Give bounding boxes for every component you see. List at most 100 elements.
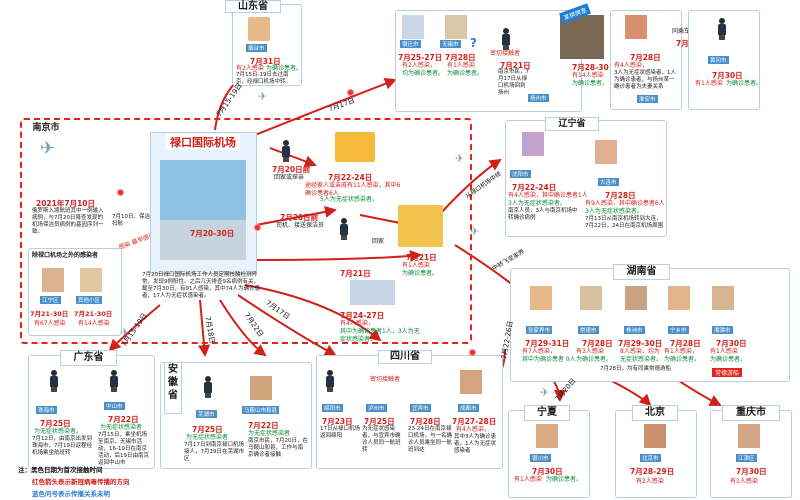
city-wuxi: 无锡市 bbox=[440, 40, 461, 48]
legend-title: 注：黑色日期为首次接触时间 bbox=[18, 466, 103, 474]
zhuzhou-date: 7月29-30日 bbox=[618, 339, 663, 348]
city-zhangjiajie: 张家界市 bbox=[526, 326, 553, 334]
region-title-guangdong: 广东省 bbox=[60, 350, 117, 366]
flight-infect-date: 7月24-27日 bbox=[340, 311, 385, 320]
beijing-date: 7月28-29日 bbox=[630, 467, 675, 476]
origin-desc: 俄罗斯入境航班其中一例输入病例，与7月20日降查发现的机场保洁员病例的基因序列一… bbox=[32, 208, 104, 235]
flight-status: 其中为确诊患者1人，3人为无症状感染者。 bbox=[340, 328, 420, 343]
shenyang-count: 有4人感染，其中确诊患者1人 bbox=[508, 192, 588, 199]
building-icon bbox=[668, 286, 690, 310]
region-title-hunan: 湖南省 bbox=[613, 264, 670, 280]
city-xiangtan: 湘潭市 bbox=[712, 326, 733, 334]
yinchuan-date: 7月30日 bbox=[532, 467, 563, 476]
wuxi-count: 有1人感染 bbox=[447, 62, 475, 69]
yantai-date: 7月31日 bbox=[250, 57, 281, 66]
home-label: 回家 bbox=[372, 238, 385, 245]
visit-desc: 回家或探亲 bbox=[274, 174, 305, 181]
person-icon bbox=[326, 370, 334, 392]
huanggang-date: 7月30日 bbox=[712, 71, 743, 80]
xiangtan-status: 为确诊患者。 bbox=[710, 356, 747, 363]
nanjing-region bbox=[20, 118, 472, 344]
building-icon bbox=[625, 15, 647, 39]
mid-desc: 南京市民，7月17日从禄口机场回到扬州 bbox=[498, 69, 529, 96]
xiangtan-count: 有1人感染 bbox=[710, 348, 738, 355]
huaian-date: 7月28日 bbox=[630, 53, 661, 62]
city-changde: 常德市 bbox=[578, 326, 599, 334]
huaian-desc: 3人为无症状感染者，1人为确诊患者，与扬州某一确诊患者为夫妻关系 bbox=[614, 70, 676, 90]
shenyang-date: 7月22-24日 bbox=[512, 183, 557, 192]
yinchuan-status: 为确诊患者。 bbox=[546, 476, 583, 483]
airport-title: 禄口国际机场 bbox=[166, 134, 240, 150]
zhuhai-date: 7月25日 bbox=[40, 419, 71, 428]
huaian-panel bbox=[610, 10, 682, 110]
city-luzhou: 泸州市 bbox=[366, 404, 387, 412]
person-icon bbox=[718, 18, 726, 40]
ningxiang-status: 为确诊患者。 bbox=[664, 356, 701, 363]
luzhou-desc: 为无症状感染者，与宜宾市确诊人员同一航班转 bbox=[362, 426, 401, 453]
mianyang-desc: 17日从禄口机场返回绵阳 bbox=[320, 426, 360, 439]
contact-label: 密切接触者 bbox=[490, 50, 521, 57]
family-status: 5人为无症状感染者。 bbox=[320, 196, 378, 203]
home-status: 为确诊患者。 bbox=[402, 270, 439, 277]
city-mianyang: 绵阳市 bbox=[322, 404, 343, 412]
jiangjin-date: 7月30日 bbox=[736, 467, 767, 476]
hunan-panel bbox=[510, 268, 790, 382]
building-icon bbox=[595, 140, 617, 164]
building-icon bbox=[445, 15, 467, 39]
family-date: 7月22-24日 bbox=[328, 173, 373, 182]
house-icon bbox=[398, 205, 443, 247]
building-icon bbox=[522, 132, 544, 156]
dalian-desc: 7月13日从南京机场转到大连，7月22日，24日在南京机场周围 bbox=[585, 216, 663, 229]
airplane-icon: ✈ bbox=[120, 326, 130, 339]
other-infected-panel bbox=[28, 248, 122, 336]
question-icon: ? bbox=[470, 36, 477, 50]
chengdu-date: 7月27-28日 bbox=[452, 417, 497, 426]
building-icon bbox=[460, 370, 482, 394]
chess-room-status: 为确诊患者。 bbox=[572, 80, 609, 87]
huaian-count: 有4人感染， bbox=[614, 62, 648, 69]
airplane-icon: ✈ bbox=[455, 152, 465, 165]
others-count: 有14人感染 bbox=[78, 320, 110, 327]
zhuzhou-count: 8人感染，均为 bbox=[620, 348, 660, 355]
zjj-count: 有7人感染， bbox=[522, 348, 556, 355]
person-icon bbox=[340, 218, 348, 240]
shenyang-status: 3人为无症状感染者。 bbox=[508, 200, 566, 207]
xiangtan-date: 7月30日 bbox=[716, 339, 747, 348]
boat-desc: 7月28日，均有同乘常德游船 bbox=[600, 366, 671, 372]
shenyang-desc: 南京人员，3人与南京机场中转确诊病例 bbox=[508, 208, 578, 221]
dalian-count: 有9人感染，其中确诊患者6人 bbox=[585, 200, 665, 207]
luzhou-date: 7月25日 bbox=[364, 417, 395, 426]
huanggang-count: 有1人感染 bbox=[695, 80, 723, 87]
zhongshan-desc: 7月15日，乘坐机场至南京，无锡市活动，16-19日在南京活动，后19日由南京返… bbox=[98, 432, 149, 466]
cleaner-desc: 7月10日、保洁员打扫航 bbox=[112, 214, 161, 227]
city-yibin: 宜宾市 bbox=[410, 404, 431, 412]
building-icon bbox=[738, 424, 760, 448]
city-jiangjin: 江津区 bbox=[736, 454, 757, 462]
city-beijing: 北京市 bbox=[640, 454, 661, 462]
person-icon bbox=[110, 370, 118, 392]
ningxiang-date: 7月28日 bbox=[670, 339, 701, 348]
building-icon bbox=[402, 15, 424, 39]
city-zhongshan: 中山市 bbox=[104, 402, 125, 410]
home-date: 7月21日 bbox=[406, 253, 437, 262]
changde-count: 有3人感染 bbox=[576, 348, 604, 355]
beijing-count: 有2人感染 bbox=[636, 478, 664, 485]
jiangning-count: 有67人感染 bbox=[34, 320, 66, 327]
wuxi-status: 为确诊患者。 bbox=[447, 70, 484, 77]
building-icon bbox=[644, 424, 666, 448]
zhongshan-status: 为无症状感染者 bbox=[100, 424, 143, 431]
person-icon bbox=[50, 370, 58, 392]
region-title-beijing: 北京 bbox=[632, 405, 678, 421]
person-icon bbox=[282, 140, 290, 162]
region-title-sichuan: 四川省 bbox=[378, 350, 432, 364]
district-others: 其他小区 bbox=[76, 296, 103, 304]
changde-status: 为确诊患者。 bbox=[576, 356, 613, 363]
building-icon bbox=[712, 286, 734, 310]
yantai-count: 有2人感染 bbox=[236, 65, 264, 72]
airport-hall-image bbox=[350, 280, 395, 305]
zhongshan-date: 7月22日 bbox=[108, 415, 139, 424]
legend-blue-question: 蓝色问号表示传播关系未明 bbox=[32, 490, 110, 498]
city-yangzhou: 扬州市 bbox=[528, 94, 549, 102]
building-icon bbox=[530, 286, 552, 310]
yantai-desc: 7月15日-19日去过南京，经禄口机场中转。 bbox=[236, 72, 292, 85]
